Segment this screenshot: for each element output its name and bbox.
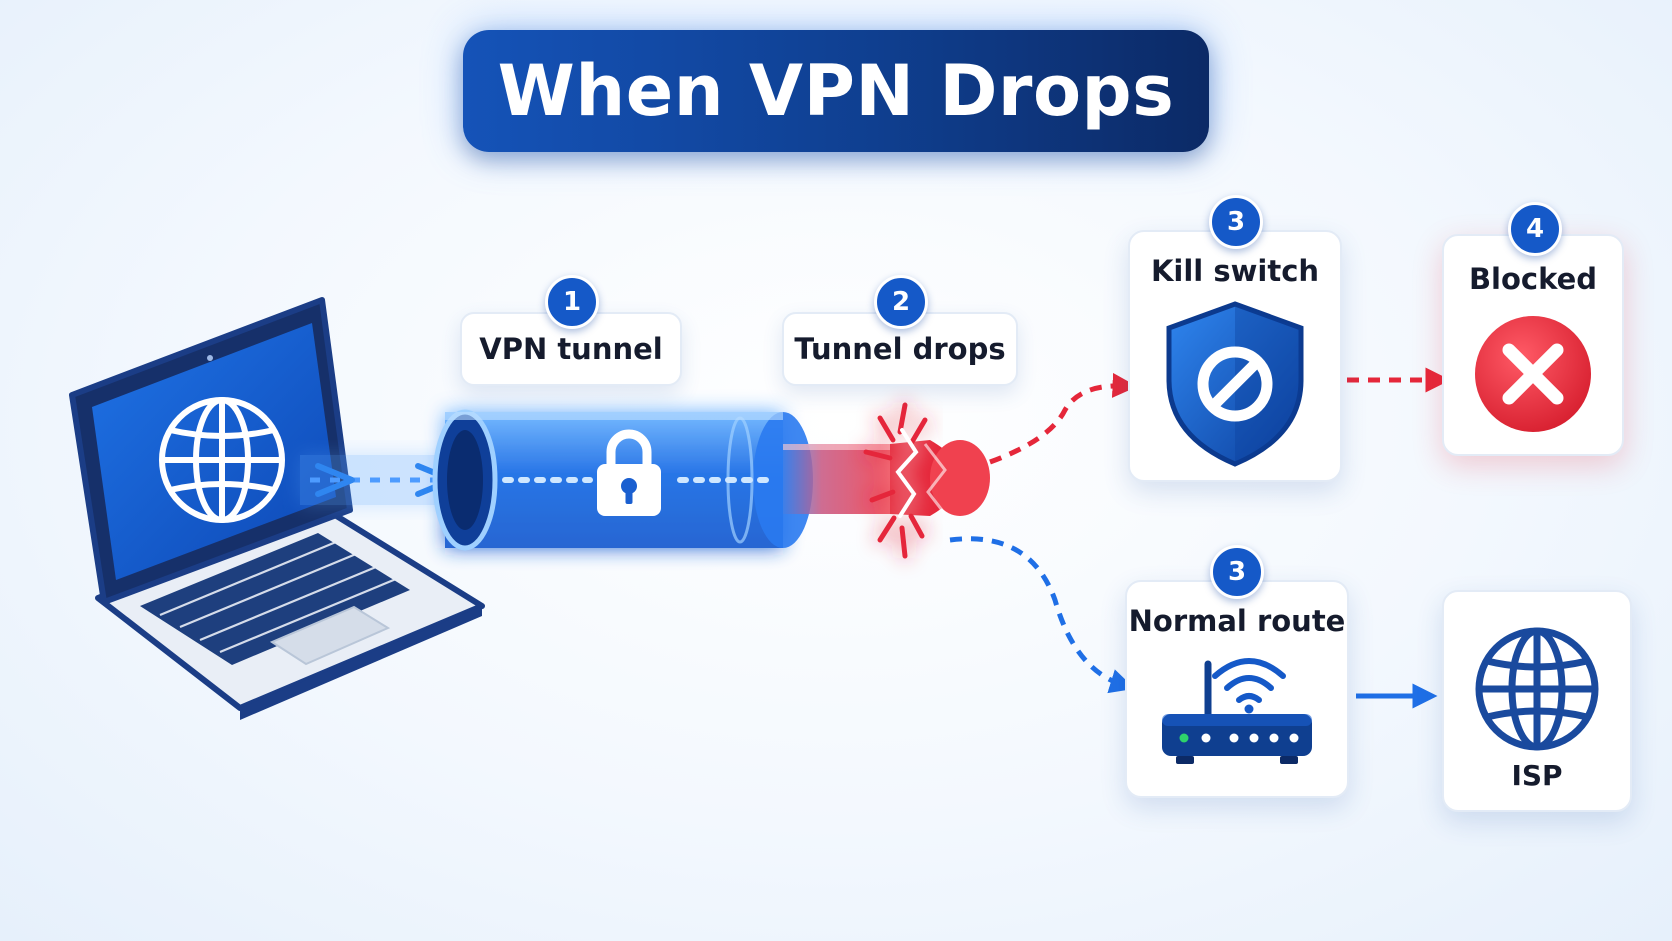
red-route-arrow [989, 372, 1138, 465]
globe-icon [159, 397, 285, 523]
lock-icon [597, 429, 661, 516]
x-mark-icon [1475, 316, 1591, 432]
wifi-icon [1212, 658, 1286, 714]
laptop-icon [69, 297, 485, 720]
step-badge-3-kill-switch: 3 [1209, 195, 1263, 249]
isp-card: ISP [1442, 590, 1632, 812]
normal-route-label: Normal route [1128, 604, 1346, 638]
page-title: When VPN Drops [463, 30, 1209, 152]
step-badge-1: 1 [545, 275, 599, 329]
step-badge-4: 4 [1508, 202, 1562, 256]
vpn-tunnel-label: VPN tunnel [479, 332, 663, 366]
page-title-text: When VPN Drops [497, 50, 1175, 132]
step-badge-3-normal-route: 3 [1210, 545, 1264, 599]
break-spark-icon [863, 402, 928, 559]
step-badge-2: 2 [874, 275, 928, 329]
broken-tunnel-section [783, 440, 990, 516]
blue-route-arrow [949, 536, 1135, 694]
shield-block-icon [1166, 301, 1304, 467]
globe-icon [1475, 627, 1599, 751]
kill-switch-label: Kill switch [1150, 254, 1320, 288]
kill-switch-card: Kill switch [1128, 230, 1342, 482]
router-icon [1162, 660, 1312, 764]
blocked-label: Blocked [1468, 262, 1598, 296]
tunnel-drops-label-card: Tunnel drops [782, 312, 1018, 386]
vpn-tunnel-pipe [432, 409, 813, 551]
isp-label: ISP [1511, 759, 1563, 792]
tunnel-drops-label: Tunnel drops [794, 332, 1006, 366]
normal-route-card: Normal route [1125, 580, 1349, 798]
blocked-card: Blocked [1442, 234, 1624, 456]
